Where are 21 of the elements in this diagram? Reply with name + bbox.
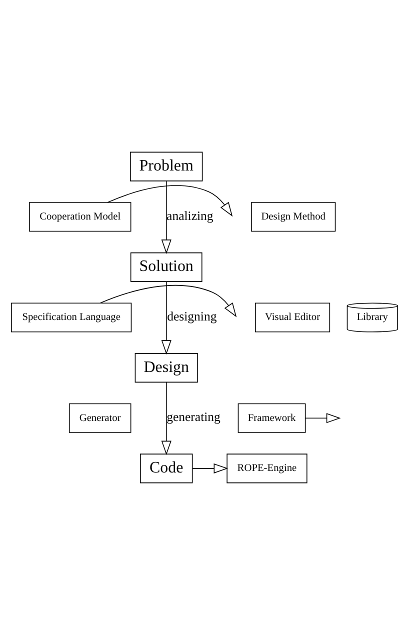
arrow [161, 180, 172, 254]
node-box: Cooperation Model [29, 202, 132, 232]
node-box: Solution [130, 252, 202, 282]
node-box: ROPE-Engine [226, 454, 308, 484]
arrow [161, 382, 172, 456]
node-box: Visual Editor [255, 302, 330, 332]
node-box: Design [134, 353, 198, 383]
arrow [305, 413, 341, 424]
edge-label: designing [167, 310, 217, 324]
node-box: Problem [130, 152, 203, 182]
arrow [100, 284, 237, 318]
edge-label: analizing [166, 208, 214, 223]
node-box: Generator [68, 403, 132, 433]
arrow [161, 281, 172, 355]
edge-label: generating [166, 410, 220, 424]
arrow [192, 463, 228, 474]
node-box: Specification Language [11, 302, 132, 332]
arrow [107, 185, 233, 217]
node-box: Framework [238, 403, 306, 433]
node-box: Code [140, 454, 193, 484]
node-box: Design Method [251, 202, 336, 232]
